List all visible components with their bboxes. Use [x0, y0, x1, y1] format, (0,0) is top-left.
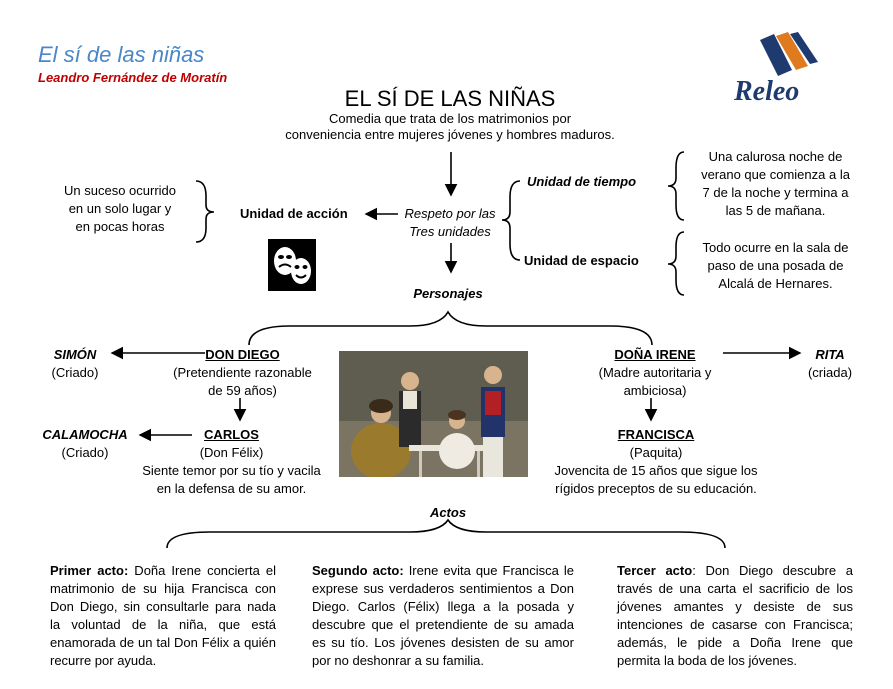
header-author: Leandro Fernández de Moratín — [38, 70, 228, 85]
personajes-label: Personajes — [413, 286, 483, 301]
main-title: EL SÍ DE LAS NIÑAS — [344, 86, 556, 111]
bracket-unidades — [501, 180, 521, 261]
primer-acto-title: Primer acto: — [50, 563, 129, 578]
accion-description: Un suceso ocurrido en un solo lugar y en… — [50, 182, 190, 236]
unidades-line-2: Tres unidades — [409, 224, 491, 239]
tiempo-desc-line: verano que comienza a la — [701, 167, 850, 182]
carlos-desc: en la defensa de su amor. — [156, 481, 307, 496]
simon-role: (Criado) — [51, 365, 99, 380]
rita-role: (criada) — [807, 365, 853, 380]
bracket-accion — [195, 180, 215, 243]
unidad-espacio-label: Unidad de espacio — [524, 253, 639, 268]
rita-block: RITA (criada) — [795, 346, 865, 382]
tiempo-desc-line: Una calurosa noche de — [708, 149, 843, 164]
espacio-desc-line: paso de una posada de — [707, 258, 844, 273]
releo-logo: Releo — [728, 30, 828, 110]
segundo-acto-text: Irene evita que Francisca le exprese sus… — [312, 563, 574, 668]
unidades-line-1: Respeto por las — [404, 206, 496, 221]
carlos-alias: (Don Félix) — [199, 445, 264, 460]
subtitle-line-1: Comedia que trata de los matrimonios por — [328, 111, 572, 126]
simon-name: SIMÓN — [53, 347, 97, 362]
segundo-acto-title: Segundo acto: — [312, 563, 404, 578]
calamocha-block: CALAMOCHA (Criado) — [30, 426, 140, 462]
francisca-name: FRANCISCA — [617, 427, 695, 442]
dona-irene-desc: (Madre autoritaria y — [598, 365, 712, 380]
dona-irene-desc: ambiciosa) — [623, 383, 687, 398]
logo-text: Releo — [734, 76, 800, 107]
calamocha-name: CALAMOCHA — [42, 427, 128, 442]
francisca-desc: Jovencita de 15 años que sigue los — [554, 463, 758, 478]
header-title: El sí de las niñas — [38, 42, 205, 67]
primer-acto-text: Doña Irene concierta el matrimonio de su… — [50, 563, 276, 668]
carlos-desc: Siente temor por su tío y vacila — [142, 463, 321, 478]
espacio-desc-line: Todo ocurre en la sala de — [702, 240, 849, 255]
primer-acto: Primer acto: Doña Irene concierta el mat… — [50, 562, 276, 670]
accion-desc-line: Un suceso ocurrido — [64, 183, 176, 198]
segundo-acto: Segundo acto: Irene evita que Francisca … — [312, 562, 574, 670]
actos-label: Actos — [429, 505, 467, 520]
carlos-name: CARLOS — [204, 427, 259, 442]
don-diego-desc: (Pretendiente razonable — [173, 365, 312, 380]
unidad-accion-label: Unidad de acción — [240, 206, 348, 221]
don-diego-name: DON DIEGO — [205, 347, 280, 362]
tiempo-description: Una calurosa noche de verano que comienz… — [688, 148, 863, 220]
unidad-tiempo-label: Unidad de tiempo — [527, 174, 637, 189]
calamocha-role: (Criado) — [61, 445, 109, 460]
dona-irene-block: DOÑA IRENE (Madre autoritaria y ambicios… — [580, 346, 730, 400]
espacio-desc-line: Alcalá de Hernares. — [718, 276, 833, 291]
rita-name: RITA — [815, 347, 845, 362]
accion-desc-line: en un solo lugar y — [68, 201, 172, 216]
bracket-tiempo — [667, 151, 685, 221]
tiempo-desc-line: 7 de la noche y termina a — [702, 185, 849, 200]
dona-irene-name: DOÑA IRENE — [614, 347, 696, 362]
bracket-espacio — [667, 231, 685, 296]
don-diego-desc: de 59 años) — [208, 383, 277, 398]
tiempo-desc-line: las 5 de mañana. — [725, 203, 826, 218]
tercer-acto-title: Tercer acto — [617, 563, 693, 578]
francisca-block: FRANCISCA (Paquita) Jovencita de 15 años… — [540, 426, 772, 498]
tercer-acto: Tercer acto: Don Diego descubre a través… — [617, 562, 853, 670]
unidades-center: Respeto por las Tres unidades — [390, 205, 510, 241]
subtitle-line-2: conveniencia entre mujeres jóvenes y hom… — [285, 127, 615, 142]
brace-personajes — [248, 310, 653, 346]
don-diego-block: DON DIEGO (Pretendiente razonable de 59 … — [160, 346, 325, 400]
stage-photo — [339, 351, 528, 477]
brace-actos — [166, 518, 726, 549]
francisca-desc: rígidos preceptos de su educación. — [555, 481, 757, 496]
books-icon — [760, 32, 818, 76]
carlos-block: CARLOS (Don Félix) Siente temor por su t… — [124, 426, 339, 498]
tercer-acto-text: : Don Diego descubre a través de una car… — [617, 563, 853, 668]
simon-block: SIMÓN (Criado) — [40, 346, 110, 382]
accion-desc-line: en pocas horas — [75, 219, 165, 234]
theatre-masks-icon — [268, 239, 316, 291]
francisca-alias: (Paquita) — [629, 445, 683, 460]
espacio-description: Todo ocurre en la sala de paso de una po… — [688, 239, 863, 293]
